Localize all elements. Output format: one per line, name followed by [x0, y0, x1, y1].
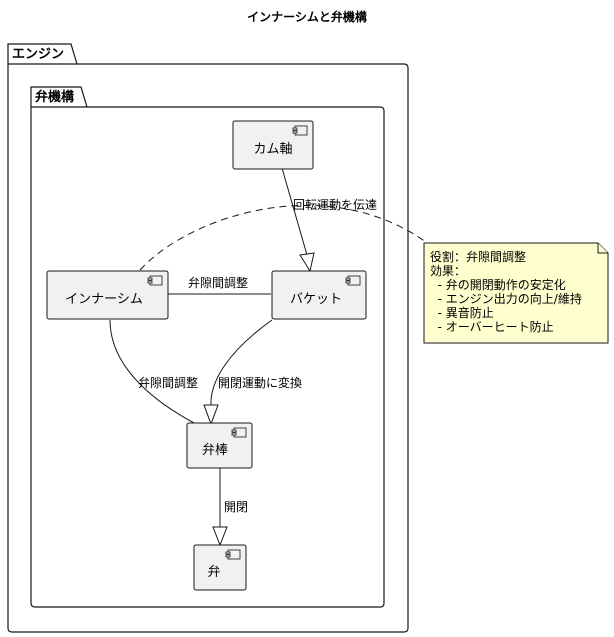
- edge-camshaft-bucket: [281, 167, 308, 256]
- edge-label-stem-valve: 開閉: [224, 500, 248, 514]
- edge-label-shim-stem: 弁隙間調整: [138, 375, 198, 390]
- edge-stem-valve-arrowhead: [212, 526, 228, 547]
- note-line-effect-heading: 効果：: [430, 263, 466, 278]
- component-valve-label: 弁: [207, 565, 220, 580]
- edge-label-bucket-stem: 開閉運動に変換: [218, 375, 302, 390]
- note-line-effect-4: - オーバーヒート防止: [430, 319, 554, 334]
- component-camshaft-label: カム軸: [253, 142, 292, 157]
- component-camshaft: カム軸: [232, 120, 314, 170]
- note-line-effect-2: - エンジン出力の向上/維持: [430, 291, 582, 306]
- note-line-role: 役割：弁隙間調整: [430, 249, 526, 264]
- edge-bucket-stem: [210, 319, 273, 406]
- edge-camshaft-bucket-arrowhead: [299, 252, 315, 273]
- edge-shim-stem: [109, 319, 197, 425]
- component-inner-shim: インナーシム: [46, 270, 169, 320]
- component-icon: [292, 125, 308, 136]
- note-connector: [139, 204, 431, 271]
- package-valve-mechanism-label: 弁機構: [35, 89, 74, 105]
- component-icon: [345, 275, 361, 286]
- package-engine: エンジン: [7, 43, 409, 633]
- component-icon: [231, 427, 247, 438]
- component-valve-stem: 弁棒: [186, 422, 253, 469]
- diagram-title: インナーシムと弁機構: [247, 9, 367, 24]
- component-icon: [225, 549, 241, 560]
- component-bucket: バケット: [271, 270, 367, 320]
- note-line-effect-3: - 異音防止: [430, 305, 494, 320]
- component-bucket-label: バケット: [290, 292, 342, 307]
- edge-label-cam-bucket: 回転運動を伝達: [293, 198, 377, 212]
- edge-bucket-stem-arrowhead: [203, 404, 219, 426]
- component-valve: 弁: [193, 544, 247, 591]
- component-inner-shim-label: インナーシム: [65, 292, 143, 307]
- note-line-effect-1: - 弁の開閉動作の安定化: [430, 277, 566, 292]
- note: 役割：弁隙間調整 効果： - 弁の開閉動作の安定化 - エンジン出力の向上/維持…: [423, 242, 609, 344]
- component-icon: [147, 275, 163, 286]
- edge-label-shim-bucket: 弁隙間調整: [188, 275, 248, 290]
- package-valve-mechanism: 弁機構: [30, 86, 385, 608]
- package-engine-label: エンジン: [12, 47, 64, 62]
- component-valve-stem-label: 弁棒: [202, 443, 228, 458]
